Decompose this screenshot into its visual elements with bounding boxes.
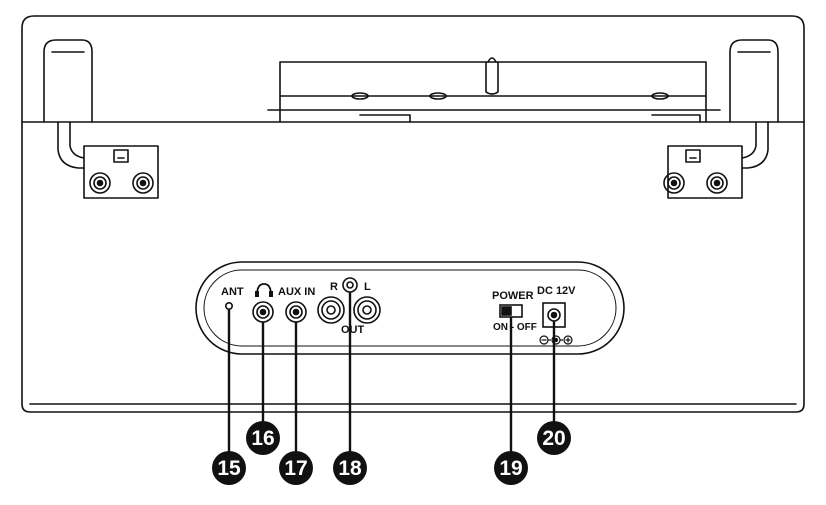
connector-panel	[195, 261, 625, 355]
out-label: OUT	[341, 324, 365, 336]
callout-18: 18	[333, 451, 367, 485]
main-body	[21, 121, 805, 413]
power-switch-label: ON - OFF	[493, 322, 537, 333]
power-switch	[499, 304, 523, 318]
callout-16: 16	[246, 421, 280, 455]
headphone-icon	[256, 283, 272, 296]
callout-18-number: 18	[338, 457, 362, 480]
headphone-jack	[252, 301, 274, 323]
out-r-label: R	[330, 281, 338, 293]
callout-17: 17	[279, 451, 313, 485]
callout-15-number: 15	[217, 457, 241, 480]
aux-in-label: AUX IN	[278, 286, 315, 298]
platter-outline	[267, 57, 721, 123]
rca-out-l-jack	[353, 296, 381, 324]
callout-19-number: 19	[499, 457, 522, 480]
callout-15: 15	[212, 451, 246, 485]
power-label: POWER	[492, 290, 534, 302]
left-hinge-jack-1	[89, 172, 111, 194]
callout-leaders	[227, 292, 556, 455]
callout-16-number: 16	[251, 427, 274, 450]
dc-label: DC 12V	[537, 285, 576, 297]
callout-19: 19	[494, 451, 528, 485]
dc-polarity-icon	[539, 335, 573, 345]
callout-17-number: 17	[284, 457, 307, 480]
rca-ground-icon	[342, 277, 358, 293]
left-hinge-jack-2	[132, 172, 154, 194]
rca-out-r-jack	[317, 296, 345, 324]
right-hinge-jack-2	[706, 172, 728, 194]
right-hinge	[667, 121, 769, 199]
antenna-hole	[225, 301, 234, 310]
out-l-label: L	[364, 281, 371, 293]
left-hinge	[57, 121, 159, 199]
callout-20-number: 20	[542, 427, 565, 450]
callout-20: 20	[537, 421, 571, 455]
right-hinge-jack-1	[663, 172, 685, 194]
dust-cover	[21, 15, 805, 123]
ant-label: ANT	[221, 286, 244, 298]
aux-in-jack	[285, 301, 307, 323]
